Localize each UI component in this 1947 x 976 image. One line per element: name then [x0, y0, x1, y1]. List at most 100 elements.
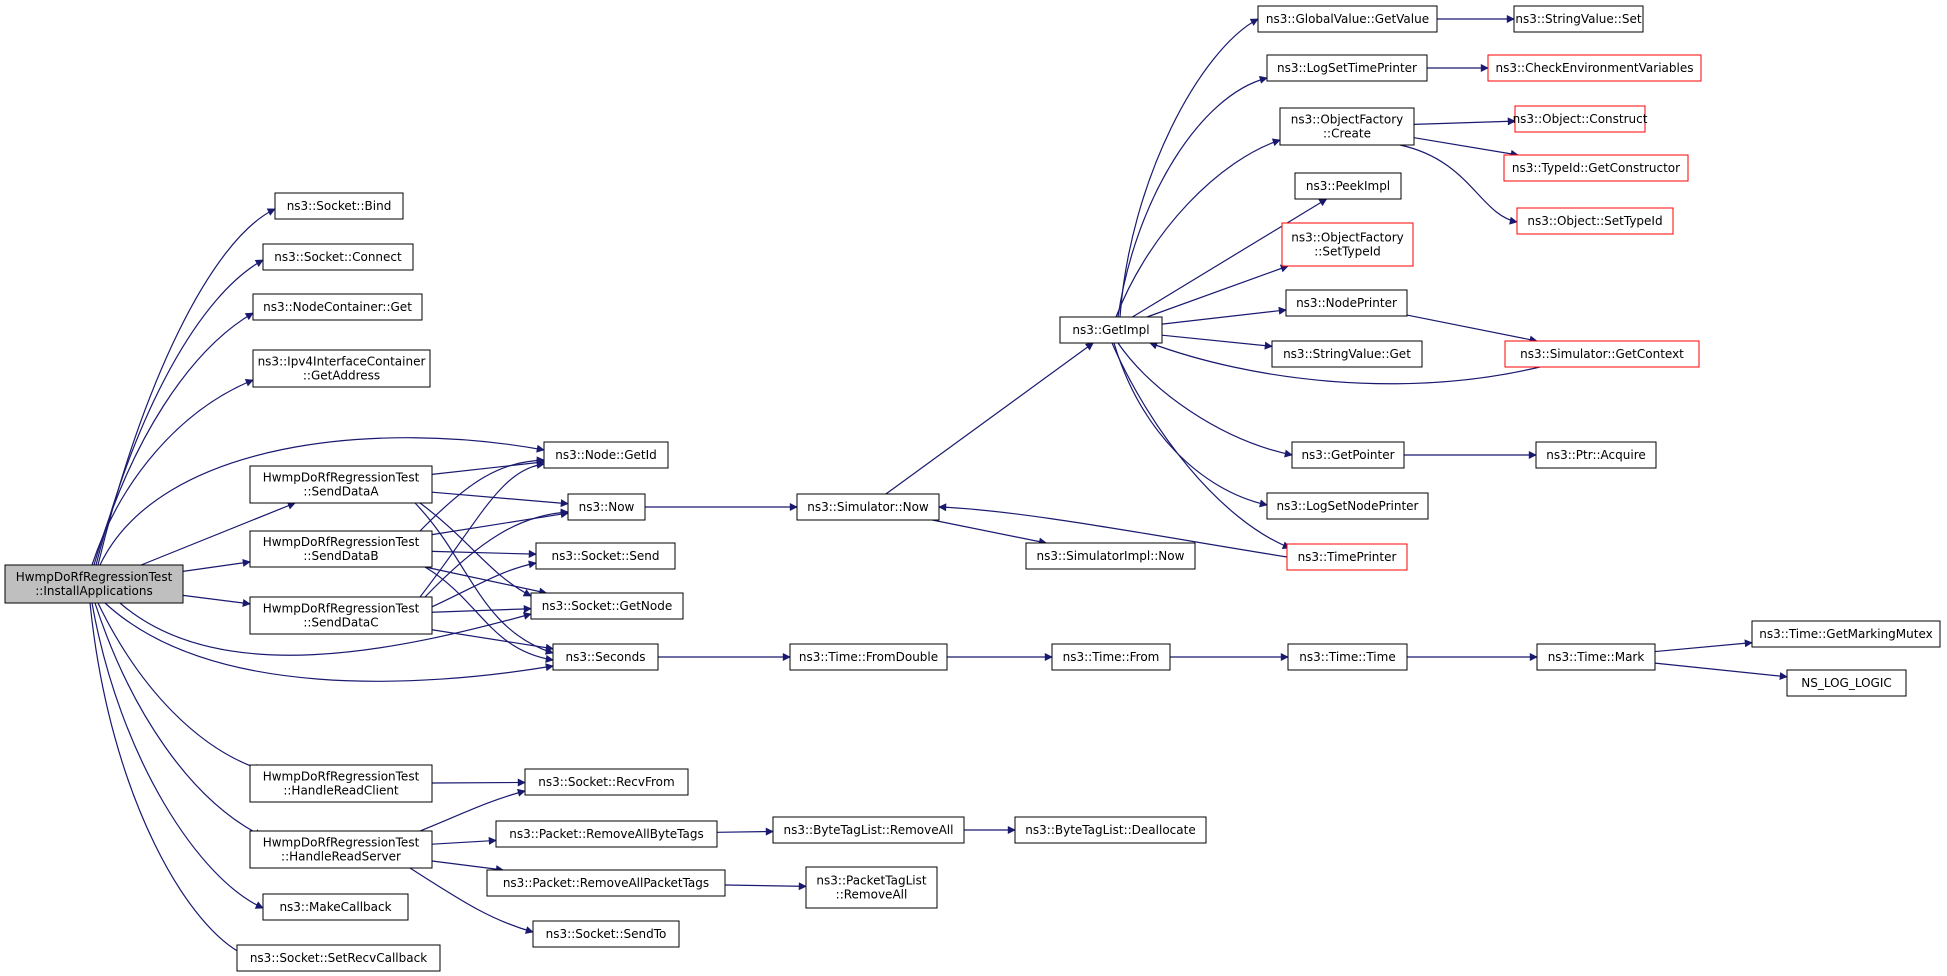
- node-makecb[interactable]: ns3::MakeCallback: [262, 893, 409, 921]
- node-recvfrom[interactable]: ns3::Socket::RecvFrom: [524, 768, 689, 796]
- edge-nodeprinter-to-sim_getctx: [1406, 314, 1538, 344]
- node-logsettime[interactable]: ns3::LogSetTimePrinter: [1266, 54, 1428, 82]
- node-label: ::SendDataB: [303, 549, 378, 563]
- node-box: [1257, 5, 1438, 33]
- node-box: [252, 293, 423, 321]
- node-sv_get[interactable]: ns3::StringValue::Get: [1271, 340, 1423, 368]
- node-box: [1514, 105, 1646, 133]
- node-obj_settypeid[interactable]: ns3::Object::SetTypeId: [1516, 207, 1674, 235]
- node-label: ::HandleReadServer: [281, 850, 401, 864]
- node-label: ns3::Time::Time: [1299, 650, 1395, 664]
- node-label: ns3::Socket::SetRecvCallback: [250, 951, 427, 965]
- node-label: ::SendDataC: [303, 616, 378, 630]
- edge-mark-to-getmarking: [1654, 639, 1753, 653]
- node-of_create[interactable]: ns3::ObjectFactory::Create: [1279, 107, 1415, 146]
- edge-root-to-connect: [95, 259, 264, 566]
- node-getnode[interactable]: ns3::Socket::GetNode: [530, 592, 684, 620]
- node-now[interactable]: ns3::Now: [567, 493, 646, 521]
- node-box: [1504, 340, 1700, 368]
- node-nc_get[interactable]: ns3::NodeContainer::Get: [252, 293, 423, 321]
- node-nodeprinter[interactable]: ns3::NodePrinter: [1285, 289, 1408, 317]
- edge-sendB-to-now: [431, 510, 569, 536]
- node-label: ns3::MakeCallback: [279, 900, 391, 914]
- node-timetime[interactable]: ns3::Time::Time: [1287, 643, 1408, 671]
- edge-getimpl-to-logsettime: [1117, 75, 1268, 318]
- node-simnow[interactable]: ns3::Simulator::Now: [796, 493, 940, 521]
- node-ptl_rmall[interactable]: ns3::PacketTagList::RemoveAll: [805, 866, 938, 909]
- node-label: ns3::Socket::Send: [551, 549, 659, 563]
- node-label: ns3::NodePrinter: [1296, 296, 1397, 310]
- node-root[interactable]: HwmpDoRfRegressionTest::InstallApplicati…: [4, 564, 184, 604]
- node-sendB[interactable]: HwmpDoRfRegressionTest::SendDataB: [249, 530, 433, 568]
- edge-simnow-to-getimpl: [885, 342, 1094, 495]
- node-btl_rmall[interactable]: ns3::ByteTagList::RemoveAll: [772, 816, 965, 844]
- node-getmarking[interactable]: ns3::Time::GetMarkingMutex: [1751, 620, 1941, 648]
- node-label: ns3::Time::FromDouble: [799, 650, 938, 664]
- edge-getimpl-to-peekimpl: [1132, 198, 1328, 318]
- node-label: ns3::Packet::RemoveAllPacketTags: [503, 876, 709, 890]
- node-from[interactable]: ns3::Time::From: [1051, 643, 1171, 671]
- node-ptr_acquire[interactable]: ns3::Ptr::Acquire: [1535, 441, 1657, 469]
- node-box: [1014, 816, 1207, 844]
- node-checkenv[interactable]: ns3::CheckEnvironmentVariables: [1487, 54, 1702, 82]
- node-label: ns3::Ipv4InterfaceContainer: [258, 355, 426, 369]
- node-setrecv[interactable]: ns3::Socket::SetRecvCallback: [236, 944, 441, 972]
- edge-root-to-setrecv: [89, 602, 246, 956]
- node-sv_set[interactable]: ns3::StringValue::Set: [1513, 5, 1644, 33]
- node-box: [532, 920, 680, 948]
- node-simimplnow[interactable]: ns3::SimulatorImpl::Now: [1025, 542, 1196, 570]
- node-label: ns3::GetImpl: [1072, 323, 1149, 337]
- node-rmbyte[interactable]: ns3::Packet::RemoveAllByteTags: [495, 820, 718, 848]
- node-box: [1786, 669, 1907, 697]
- node-getimpl[interactable]: ns3::GetImpl: [1059, 316, 1163, 344]
- node-logsetnode[interactable]: ns3::LogSetNodePrinter: [1266, 492, 1429, 520]
- node-hrs[interactable]: HwmpDoRfRegressionTest::HandleReadServer: [249, 830, 433, 869]
- edge-rmpkt-to-ptl_rmall: [724, 882, 807, 891]
- node-bind[interactable]: ns3::Socket::Bind: [274, 192, 404, 220]
- node-label: ns3::Object::Construct: [1513, 112, 1648, 126]
- edge-sendC-to-send: [424, 560, 537, 611]
- node-gv_getvalue[interactable]: ns3::GlobalValue::GetValue: [1257, 5, 1438, 33]
- node-box: [249, 596, 433, 635]
- node-getaddress[interactable]: ns3::Ipv4InterfaceContainer::GetAddress: [252, 349, 431, 388]
- node-sendC[interactable]: HwmpDoRfRegressionTest::SendDataC: [249, 596, 433, 635]
- edge-mark-to-nslog: [1654, 662, 1788, 681]
- edge-sendA-to-seconds: [414, 502, 554, 655]
- node-timeprinter[interactable]: ns3::TimePrinter: [1286, 543, 1408, 571]
- node-box: [1279, 107, 1415, 146]
- node-btl_dealloc[interactable]: ns3::ByteTagList::Deallocate: [1014, 816, 1207, 844]
- edge-root-to-hrs: [94, 602, 263, 837]
- node-sendA[interactable]: HwmpDoRfRegressionTest::SendDataA: [249, 465, 433, 504]
- node-send[interactable]: ns3::Socket::Send: [535, 542, 676, 570]
- node-getpointer[interactable]: ns3::GetPointer: [1291, 441, 1405, 469]
- node-label: ns3::Socket::RecvFrom: [538, 775, 674, 789]
- node-seconds[interactable]: ns3::Seconds: [552, 643, 659, 671]
- node-label: ns3::Time::From: [1063, 650, 1160, 664]
- edge-simnow-to-simimplnow: [932, 519, 1047, 546]
- node-box: [4, 564, 184, 604]
- node-mark[interactable]: ns3::Time::Mark: [1536, 643, 1656, 671]
- node-obj_construct[interactable]: ns3::Object::Construct: [1513, 105, 1648, 133]
- edge-timeprinter-to-simnow: [938, 503, 1288, 558]
- node-peekimpl[interactable]: ns3::PeekImpl: [1294, 172, 1402, 200]
- edge-sendA-to-now: [431, 491, 569, 508]
- node-nslog[interactable]: NS_LOG_LOGIC: [1786, 669, 1907, 697]
- node-label: ns3::Ptr::Acquire: [1546, 448, 1646, 462]
- edge-sendC-to-seconds: [431, 629, 554, 652]
- node-hrc[interactable]: HwmpDoRfRegressionTest::HandleReadClient: [249, 764, 433, 803]
- node-sim_getctx[interactable]: ns3::Simulator::GetContext: [1504, 340, 1700, 368]
- node-box: [249, 764, 433, 803]
- node-of_settypeid[interactable]: ns3::ObjectFactory::SetTypeId: [1281, 222, 1414, 267]
- edge-sendC-to-now: [424, 508, 569, 598]
- node-rmpkt[interactable]: ns3::Packet::RemoveAllPacketTags: [486, 869, 726, 897]
- node-fromdouble[interactable]: ns3::Time::FromDouble: [789, 643, 948, 671]
- node-connect[interactable]: ns3::Socket::Connect: [262, 243, 414, 271]
- node-label: ns3::Now: [579, 500, 635, 514]
- edge-hrs-to-sendto: [409, 867, 534, 934]
- edge-of_create-to-obj_construct: [1413, 117, 1516, 126]
- node-tid_getctor[interactable]: ns3::TypeId::GetConstructor: [1503, 154, 1689, 182]
- node-label: ns3::TimePrinter: [1298, 550, 1397, 564]
- node-getid[interactable]: ns3::Node::GetId: [543, 441, 669, 469]
- node-sendto[interactable]: ns3::Socket::SendTo: [532, 920, 680, 948]
